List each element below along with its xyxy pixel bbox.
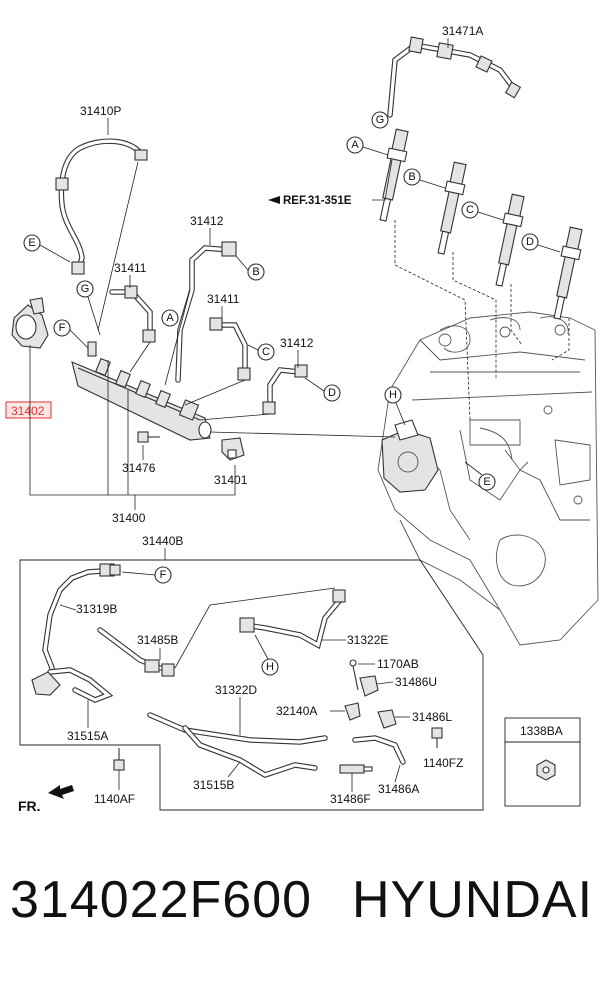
label-31485B: 31485B (137, 633, 178, 647)
part-box-1338BA (504, 717, 581, 807)
fitting-31485B (97, 627, 175, 677)
svg-text:B: B (252, 266, 259, 278)
bolt-1170AB (349, 659, 359, 691)
label-31319B: 31319B (76, 602, 117, 616)
svg-text:G: G (376, 114, 385, 126)
svg-text:F: F (59, 322, 66, 334)
bracket-31486U (359, 675, 379, 697)
ref-arrow-icon (268, 196, 280, 204)
callout-e-left: E (23, 234, 71, 263)
svg-text:H: H (389, 389, 397, 401)
label-31411-right: 31411 (207, 292, 240, 306)
svg-text:E: E (28, 237, 35, 249)
footer-bar: 314022F600 HYUNDAI (0, 870, 600, 960)
callout-c-pipe: C (247, 343, 275, 361)
bracket-31486L (377, 709, 397, 729)
svg-text:C: C (466, 204, 474, 216)
fuel-pipe-31411-b (209, 317, 251, 381)
callout-a-top: A (346, 136, 389, 156)
label-31400: 31400 (112, 511, 146, 525)
bolt-1140FZ (431, 727, 443, 748)
callout-d-pipe: D (304, 377, 341, 402)
label-1140AF: 1140AF (94, 792, 135, 806)
label-31412-right: 31412 (280, 336, 314, 350)
label-31322E: 31322E (347, 633, 388, 647)
callout-b-pipe: B (235, 255, 265, 281)
callout-c-top: C (461, 201, 504, 221)
label-31322D: 31322D (215, 683, 257, 697)
label-1140FZ: 1140FZ (423, 756, 463, 770)
callout-b-top: B (403, 168, 446, 189)
label-31486A: 31486A (378, 782, 419, 796)
fuel-pipe-31411-a (109, 285, 156, 343)
callout-g-top: G (371, 111, 389, 129)
label-31515A: 31515A (67, 729, 108, 743)
fuel-hose-31319B (42, 563, 121, 671)
label-ref-31-351E: REF.31-351E (283, 195, 352, 207)
svg-text:H: H (266, 661, 274, 673)
label-31515B: 31515B (193, 778, 234, 792)
common-rail-31400 (71, 341, 212, 441)
label-fr: FR. (18, 798, 41, 814)
front-arrow-icon (48, 785, 74, 799)
svg-text:G: G (81, 283, 90, 295)
svg-text:D: D (328, 387, 336, 399)
sensor-31401 (221, 437, 245, 461)
connector-31486F (339, 764, 373, 774)
label-31410P: 31410P (80, 104, 121, 118)
callout-d-top: D (521, 233, 561, 253)
fuel-hose-31322E (239, 589, 346, 650)
hose-31486A (352, 735, 406, 765)
assembly-box-31440B (19, 559, 484, 811)
svg-text:F: F (160, 569, 167, 581)
label-31401: 31401 (214, 473, 248, 487)
callout-f-box: F (121, 566, 172, 584)
clip-32140A (344, 702, 361, 721)
svg-text:B: B (408, 171, 415, 183)
callout-h-box: H (254, 634, 279, 676)
label-31476: 31476 (122, 461, 156, 475)
svg-text:E: E (483, 476, 490, 488)
label-32140A: 32140A (276, 704, 317, 718)
footer-part-number: 314022F600 (10, 871, 313, 929)
fuel-hose-31515B (182, 725, 318, 779)
bolt-1140AF (113, 748, 125, 771)
harness-31410P (55, 138, 148, 331)
fuel-hose-31515A (31, 667, 114, 704)
fuel-pipe-31412-b (262, 364, 308, 415)
label-31412-top: 31412 (190, 214, 224, 228)
label-31486F: 31486F (330, 792, 371, 806)
label-31402-highlight (5, 401, 52, 419)
callout-a-pipe: A (161, 309, 179, 327)
label-31486L: 31486L (412, 710, 452, 724)
svg-text:C: C (262, 346, 270, 358)
svg-text:A: A (166, 312, 174, 324)
label-1170AB: 1170AB (377, 657, 419, 671)
label-31486U: 31486U (395, 675, 437, 689)
svg-text:A: A (351, 139, 359, 151)
label-31471A: 31471A (442, 24, 483, 38)
callout-e-engine: E (464, 461, 496, 491)
fuel-pipe-31412-a (175, 241, 237, 383)
label-31411-left: 31411 (114, 261, 147, 275)
svg-text:D: D (526, 236, 534, 248)
label-31440B: 31440B (142, 534, 183, 548)
callout-g-left: G (76, 280, 101, 336)
bolt-31476 (137, 431, 160, 443)
fuel-pipe-31322D (147, 712, 328, 745)
footer-brand: HYUNDAI (352, 871, 594, 929)
callout-h-engine: H (384, 386, 406, 426)
pressure-valve-31402 (11, 297, 49, 349)
label-31402: 31402 (11, 404, 45, 418)
injectors-group (379, 36, 583, 421)
callout-f-left: F (53, 319, 91, 351)
engine-block-illustration (377, 311, 599, 646)
label-1338BA: 1338BA (520, 724, 563, 738)
